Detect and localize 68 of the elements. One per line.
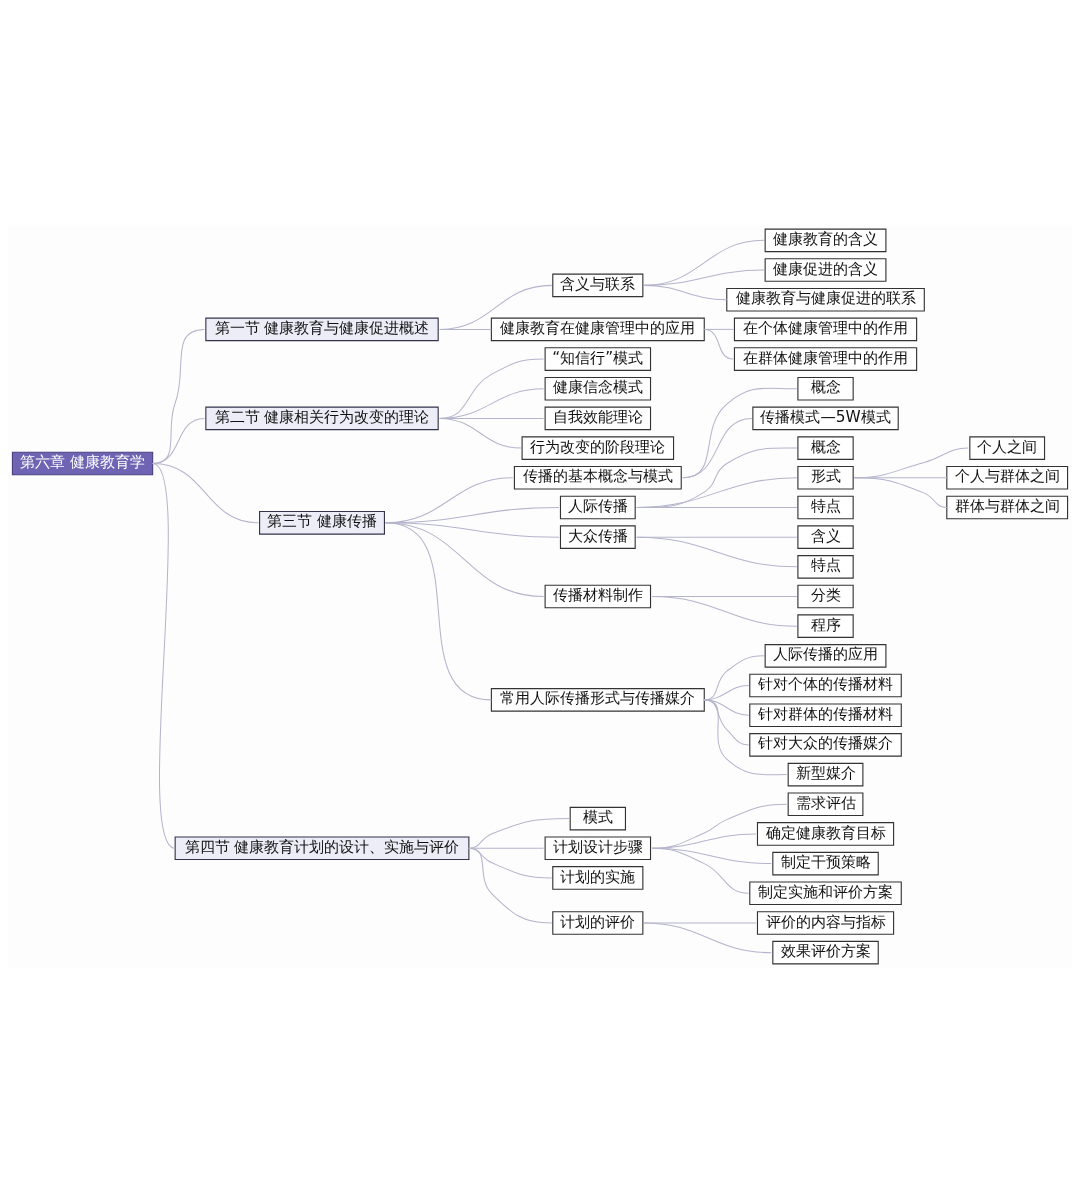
node-box: 针对个体的传播材料 — [749, 673, 902, 697]
node-box: 分类 — [797, 584, 854, 608]
node-box: 形式 — [797, 465, 854, 490]
node-box: 大众传播 — [559, 524, 636, 549]
node-box: 计划的评价 — [552, 910, 644, 935]
node-box: 第三节 健康传播 — [259, 510, 385, 535]
node-box: 需求评估 — [787, 791, 864, 816]
node-box: 制定实施和评价方案 — [749, 880, 902, 905]
connector — [703, 698, 788, 775]
node-box: 确定健康教育目标 — [756, 821, 895, 846]
node-box: 健康教育与健康促进的联系 — [726, 287, 925, 312]
node-box: 第一节 健康教育与健康促进概述 — [205, 317, 439, 341]
node-box: 健康教育的含义 — [764, 228, 887, 252]
connector — [636, 536, 798, 538]
connector — [468, 817, 570, 849]
node-box: 传播的基本概念与模式 — [513, 465, 682, 490]
node-box: 群体与群体之间 — [946, 495, 1069, 519]
node-box: 传播材料制作 — [544, 584, 652, 608]
connector — [643, 284, 728, 300]
node-box: 程序 — [797, 613, 854, 638]
node-box: 新型媒介 — [787, 762, 864, 786]
node-box: 特点 — [797, 495, 854, 519]
node-box: 评价的内容与指标 — [756, 910, 895, 935]
connector — [643, 921, 772, 953]
node-box: 人际传播 — [559, 495, 636, 519]
connector — [682, 417, 753, 478]
node-box: 个人之间 — [969, 435, 1046, 460]
node-box: 含义与联系 — [552, 273, 644, 297]
node-box: 模式 — [569, 806, 627, 830]
connector — [468, 847, 553, 923]
node-box: 概念 — [797, 376, 854, 401]
node-box: 个人与群体之间 — [946, 465, 1069, 490]
node-box: 针对群体的传播材料 — [749, 702, 902, 727]
connector — [384, 521, 492, 700]
node-box: 在个体健康管理中的作用 — [733, 317, 918, 341]
node-box: 计划的实施 — [552, 865, 644, 890]
connector — [636, 447, 798, 508]
node-box: “知信行”模式 — [544, 346, 652, 371]
node-box: 第六章 健康教育学 — [11, 451, 154, 475]
connector — [636, 476, 798, 508]
node-box: 特点 — [797, 554, 854, 579]
node-box: 传播模式—5W模式 — [752, 406, 899, 430]
node-box: 常用人际传播形式与传播媒介 — [490, 687, 705, 712]
node-box: 针对大众的传播媒介 — [749, 732, 902, 757]
connector — [439, 328, 492, 330]
node-box: 第二节 健康相关行为改变的理论 — [205, 406, 439, 430]
connector — [636, 536, 798, 567]
node-box: 健康信念模式 — [544, 376, 652, 401]
connector — [439, 417, 522, 449]
connector — [439, 284, 553, 330]
node-box: 行为改变的阶段理论 — [521, 435, 675, 460]
node-box: 自我效能理论 — [544, 406, 652, 430]
connector — [703, 328, 734, 360]
connector — [651, 847, 750, 894]
node-box: 效果评价方案 — [772, 940, 879, 964]
node-box: 计划设计步骤 — [544, 835, 652, 860]
node-box: 含义 — [797, 524, 854, 549]
connector — [682, 387, 798, 478]
connector — [853, 476, 948, 508]
node-box: 在群体健康管理中的作用 — [733, 346, 918, 371]
connector — [636, 506, 798, 508]
node-box: 第四节 健康教育计划的设计、实施与评价 — [174, 835, 470, 860]
connector — [152, 462, 176, 849]
node-box: 制定干预策略 — [772, 851, 879, 875]
node-box: 健康促进的含义 — [764, 257, 887, 282]
node-box: 健康教育在健康管理中的应用 — [490, 317, 705, 341]
node-box: 人际传播的应用 — [764, 643, 887, 668]
node-box: 概念 — [797, 435, 854, 460]
